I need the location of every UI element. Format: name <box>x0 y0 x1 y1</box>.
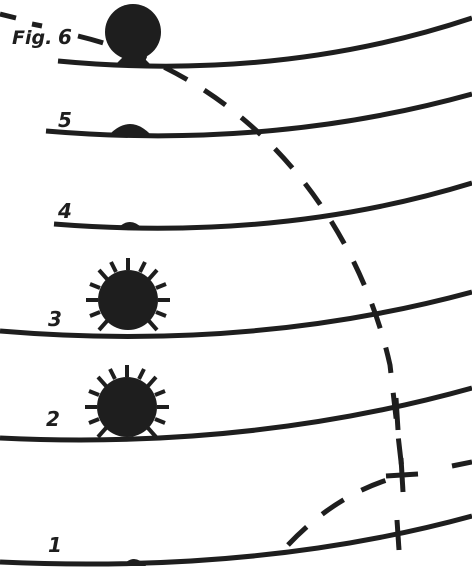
stage-6-label: 6 <box>58 25 72 49</box>
stage-6-sphere <box>105 4 161 64</box>
cross-mark-horizontal <box>386 474 418 476</box>
surface-line-4 <box>54 183 472 228</box>
stage-5-dome <box>108 124 152 136</box>
stage-1-label: 1 <box>48 533 62 557</box>
stage-2-spiky-sphere <box>85 365 169 437</box>
stage-4-bump <box>118 222 142 228</box>
surface-line-2 <box>0 388 472 440</box>
dash-mark-top <box>32 24 42 26</box>
stage-1-bump <box>122 559 146 566</box>
surface-line-1 <box>0 516 472 564</box>
dash-mark-top-left <box>0 14 16 18</box>
stage-4-label: 4 <box>57 199 72 223</box>
figure-label: Fig. <box>12 27 52 49</box>
stage-2-label: 2 <box>46 407 60 431</box>
stage-5-label: 5 <box>58 108 72 132</box>
tick-mark-line-2 <box>396 398 398 430</box>
dash-mark-right <box>452 462 472 466</box>
tick-mark-line-1 <box>397 520 399 550</box>
stage-3-spiky-sphere <box>86 258 170 330</box>
surface-line-3 <box>0 292 472 336</box>
surface-line-5 <box>46 94 472 136</box>
stage-3-label: 3 <box>48 307 62 331</box>
